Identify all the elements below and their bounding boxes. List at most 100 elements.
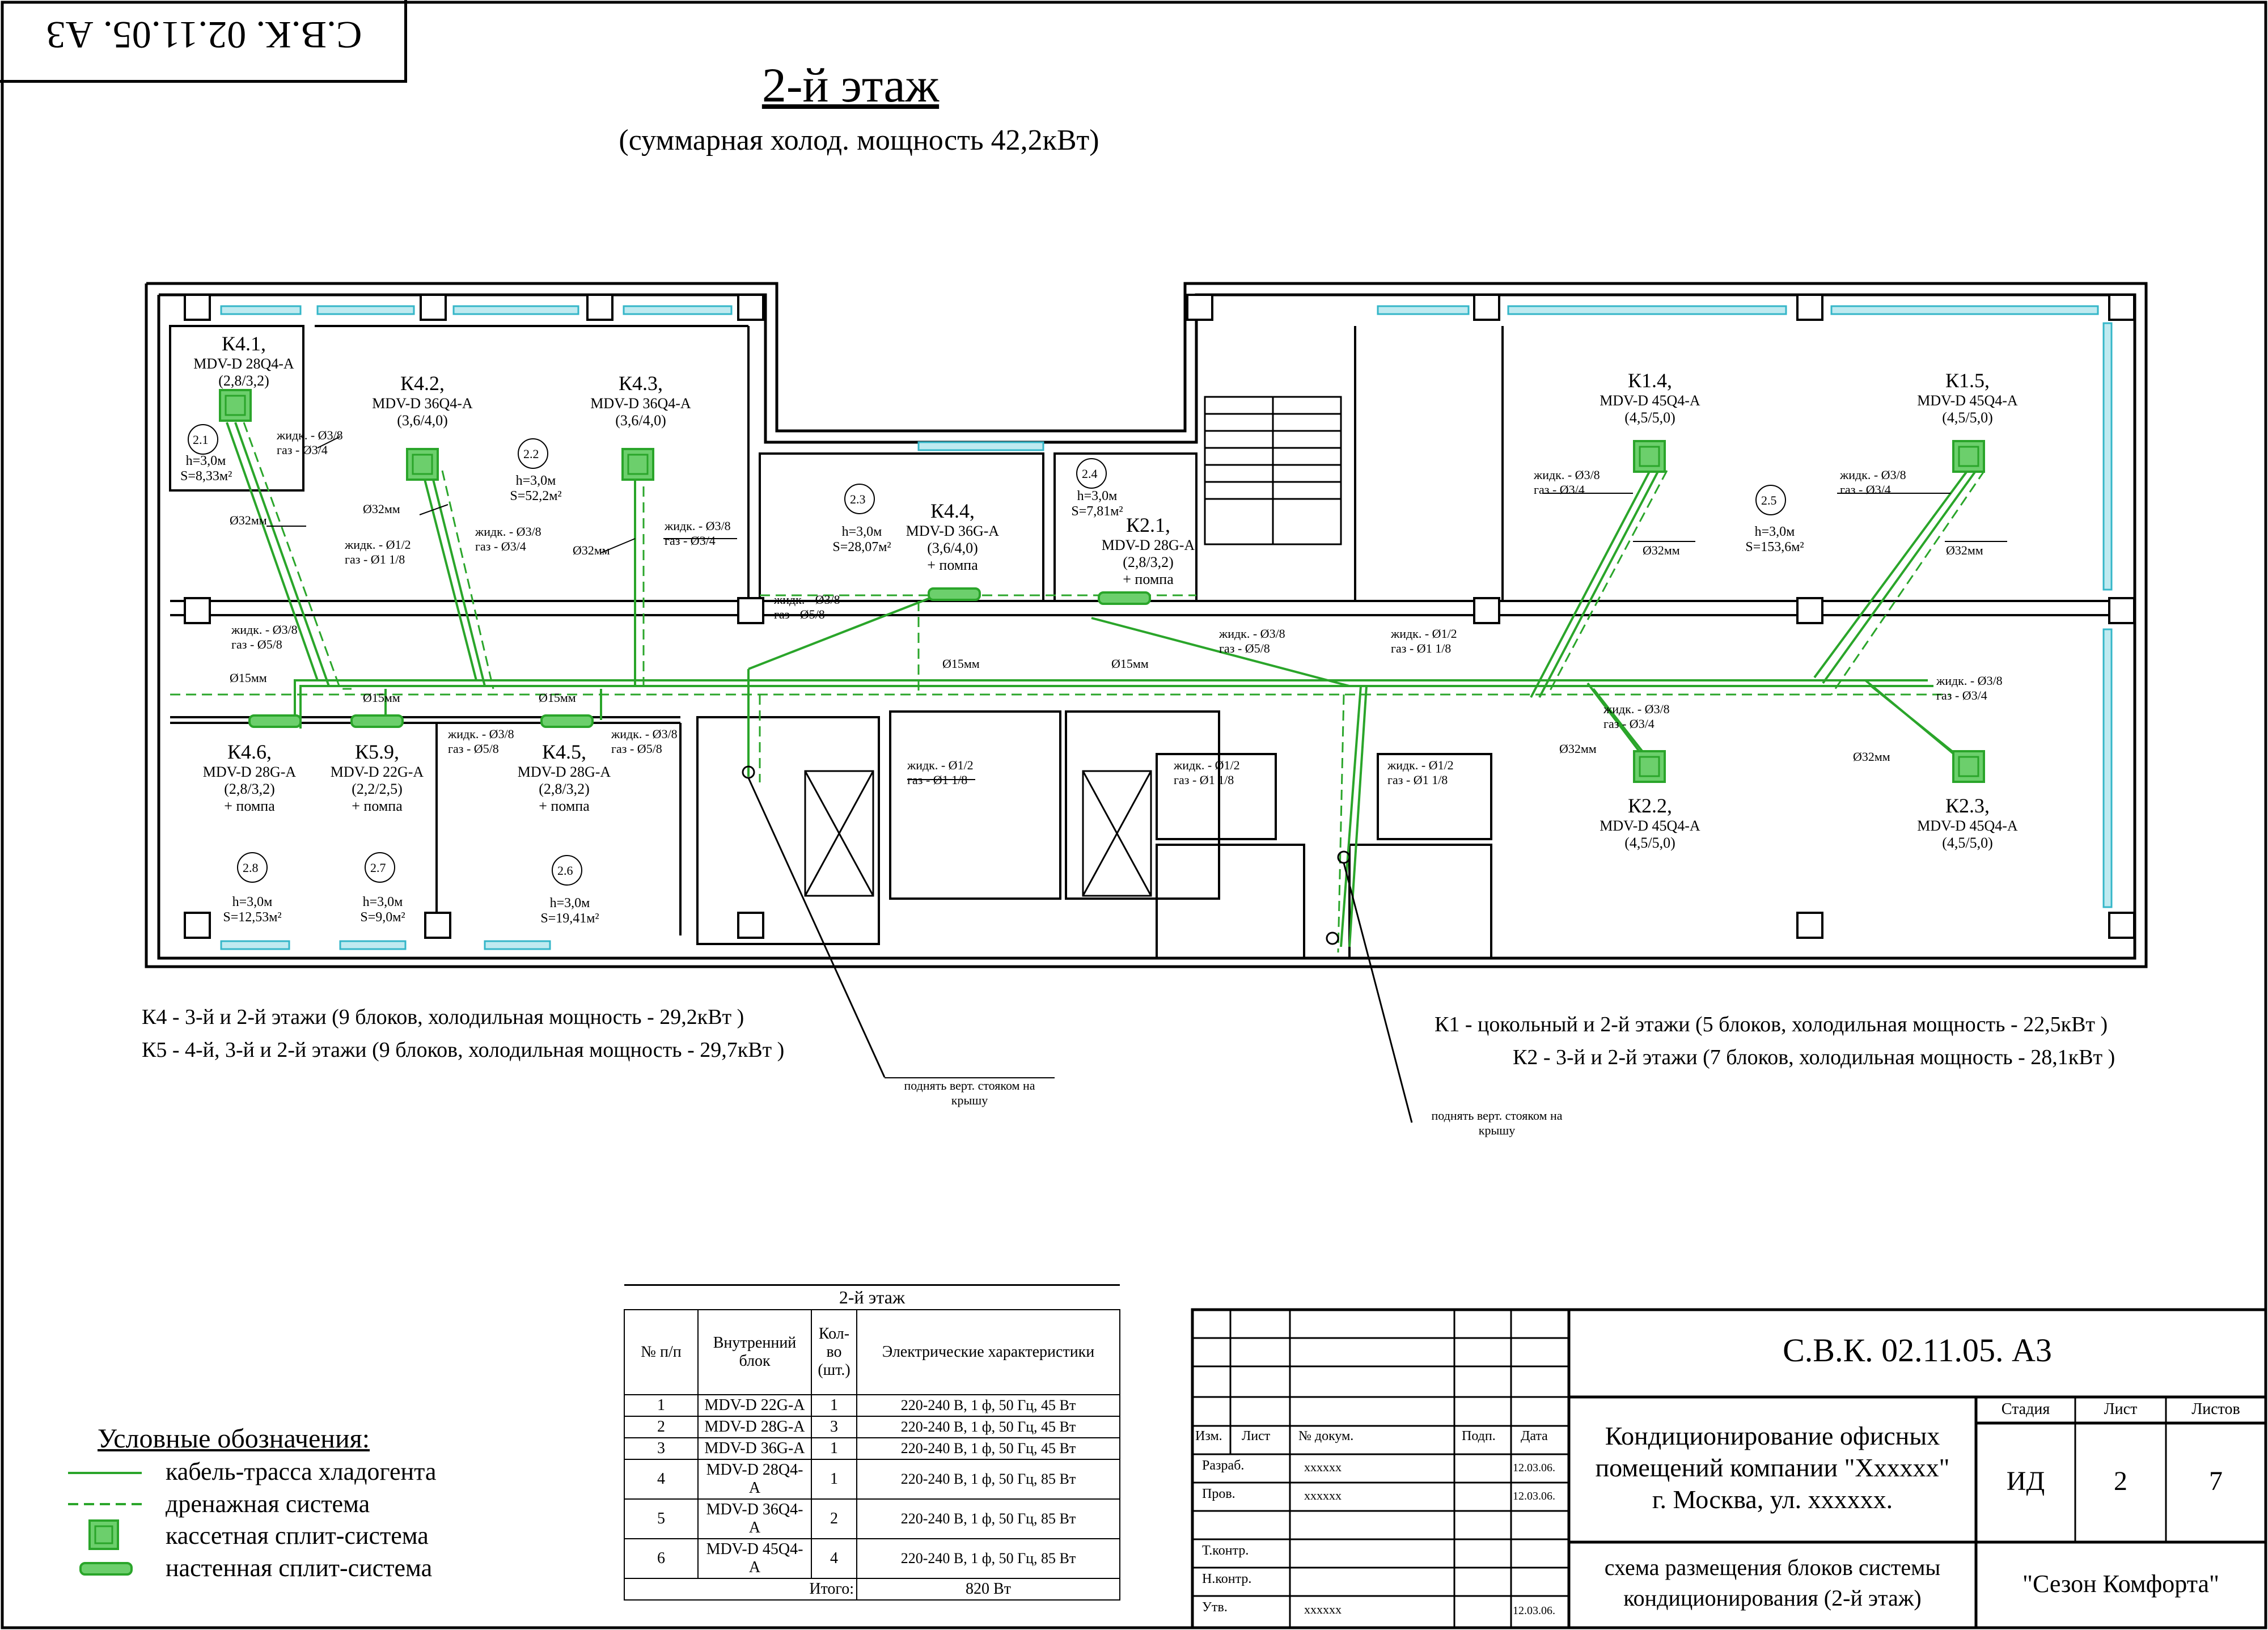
drawing-subtitle: (суммарная холод. мощность 42,2кВт) — [619, 124, 1099, 156]
cell: MDV-D 36G-A — [697, 1437, 812, 1460]
pipe-gas: газ - Ø1 1/8 — [1391, 641, 1452, 655]
unit-extra: + помпа — [539, 798, 590, 814]
tb-prov-date: 12.03.06. — [1513, 1490, 1555, 1502]
unit-power: (3,6/4,0) — [615, 412, 666, 429]
unit-id: К2.2, — [1627, 794, 1672, 817]
tb-project: Кондиционирование офисных помещений комп… — [1569, 1420, 1976, 1515]
cell: MDV-D 28Q4-A — [697, 1459, 812, 1500]
pipe-liquid: жидк. - Ø1/2 — [1391, 626, 1457, 641]
stair — [1204, 396, 1342, 545]
unit-model: MDV-D 28Q4-A — [193, 355, 294, 372]
cell: 3 — [624, 1437, 699, 1460]
room-area: S=8,33м² — [180, 469, 232, 484]
drain-label: Ø32мм — [230, 513, 267, 527]
pipe-liquid: жидк. - Ø1/2 — [345, 537, 411, 552]
tb-drawing-line: кондиционирования (2-й этаж) — [1623, 1585, 1922, 1611]
room-area: S=12,53м² — [223, 910, 282, 925]
unit-k1-4: К1.4, MDV-D 45Q4-A (4,5/5,0) — [1593, 369, 1707, 426]
spec-header: Внутренний блок — [697, 1309, 812, 1395]
tb-razrab: Разраб. — [1202, 1458, 1245, 1473]
columns — [184, 294, 2135, 939]
pipe-gas: газ - Ø1 1/8 — [907, 773, 968, 787]
unit-extra: + помпа — [1123, 571, 1174, 587]
cell: MDV-D 22G-A — [697, 1394, 812, 1417]
riser-text: крышу — [951, 1093, 988, 1107]
tb-hdr-izm: Изм. — [1195, 1429, 1222, 1443]
tb-razrab-name: xxxxxx — [1304, 1460, 1342, 1474]
cell: 4 — [624, 1459, 699, 1500]
unit-power: (4,5/5,0) — [1624, 409, 1675, 426]
wall-units — [248, 587, 1151, 728]
pipe-liquid: жидк. - Ø3/8 — [1936, 674, 2003, 688]
room-height: h=3,0м — [185, 454, 226, 468]
tb-project-line: г. Москва, ул. xxxxxx. — [1652, 1485, 1893, 1514]
tb-utv-date: 12.03.06. — [1513, 1604, 1555, 1617]
cell: 220-240 В, 1 ф, 50 Гц, 45 Вт — [856, 1394, 1120, 1417]
pipe-gas: газ - Ø5/8 — [231, 637, 282, 651]
pipe-liquid: жидк. - Ø1/2 — [1174, 758, 1240, 772]
risers — [742, 765, 1413, 1123]
cell: MDV-D 36Q4-A — [697, 1498, 812, 1539]
drainage-lines — [170, 422, 1986, 953]
tb-project-line: помещений компании "Xxxxxx" — [1595, 1453, 1950, 1482]
cell: 220-240 В, 1 ф, 50 Гц, 85 Вт — [856, 1498, 1120, 1539]
room-circles — [188, 424, 1786, 886]
pipe-gas: газ - Ø3/4 — [1534, 482, 1585, 497]
pipe-liquid: жидк. - Ø3/8 — [665, 519, 731, 533]
unit-k4-3: К4.3, MDV-D 36Q4-A (3,6/4,0) — [584, 371, 697, 429]
unit-id: К4.6, — [227, 740, 272, 763]
room-number: 2.2 — [523, 447, 539, 461]
leaders — [266, 436, 2007, 780]
pipe-gas: газ - Ø1 1/8 — [1387, 773, 1448, 787]
room-height: h=3,0м — [1077, 489, 1118, 503]
unit-power: (4,5/5,0) — [1942, 835, 1993, 851]
tb-hdr-doc: № докум. — [1298, 1429, 1354, 1443]
note-k2: К2 - 3-й и 2-й этажи (7 блоков, холодиль… — [1513, 1045, 2115, 1069]
lifts — [804, 770, 1152, 897]
pipe-liquid: жидк. - Ø3/8 — [1219, 626, 1285, 641]
riser-text: поднять верт. стояком на — [1431, 1108, 1563, 1123]
pipe-gas: газ - Ø5/8 — [611, 742, 662, 756]
legend-cassette: кассетная сплит-система — [166, 1522, 429, 1549]
pipe-gas: газ - Ø3/4 — [1840, 482, 1891, 497]
tb-company: "Сезон Комфорта" — [2022, 1570, 2219, 1598]
room-area: S=9,0м² — [360, 910, 405, 925]
cell: 1 — [811, 1459, 857, 1500]
unit-k4-5: К4.5, MDV-D 28G-A (2,8/3,2) + помпа — [507, 740, 621, 815]
tb-hdr-sign: Подп. — [1462, 1429, 1496, 1443]
unit-power: (2,8/3,2) — [218, 372, 269, 389]
unit-id: К2.3, — [1945, 794, 1990, 817]
drawing-title: 2-й этаж — [761, 58, 940, 112]
tb-drawing-line: схема размещения блоков системы — [1604, 1555, 1941, 1580]
room-height: h=3,0м — [841, 524, 882, 539]
title-block-frame — [1191, 1308, 2267, 1629]
unit-id: К4.2, — [400, 372, 445, 395]
tb-sheet: 2 — [2114, 1466, 2127, 1496]
cassette-inner — [225, 395, 1979, 777]
cell: 220-240 В, 1 ф, 50 Гц, 85 Вт — [856, 1459, 1120, 1500]
tb-stage: ИД — [2006, 1466, 2045, 1496]
pipe-liquid: жидк. - Ø3/8 — [475, 524, 541, 539]
pipe-liquid: жидк. - Ø3/8 — [611, 727, 678, 741]
room-number: 2.4 — [1082, 467, 1098, 481]
unit-model: MDV-D 28G-A — [517, 764, 611, 780]
cell: 220-240 В, 1 ф, 50 Гц, 45 Вт — [856, 1416, 1120, 1438]
unit-model: MDV-D 45Q4-A — [1917, 818, 2018, 834]
spec-header: № п/п — [624, 1309, 699, 1395]
unit-model: MDV-D 28G-A — [1101, 537, 1195, 553]
